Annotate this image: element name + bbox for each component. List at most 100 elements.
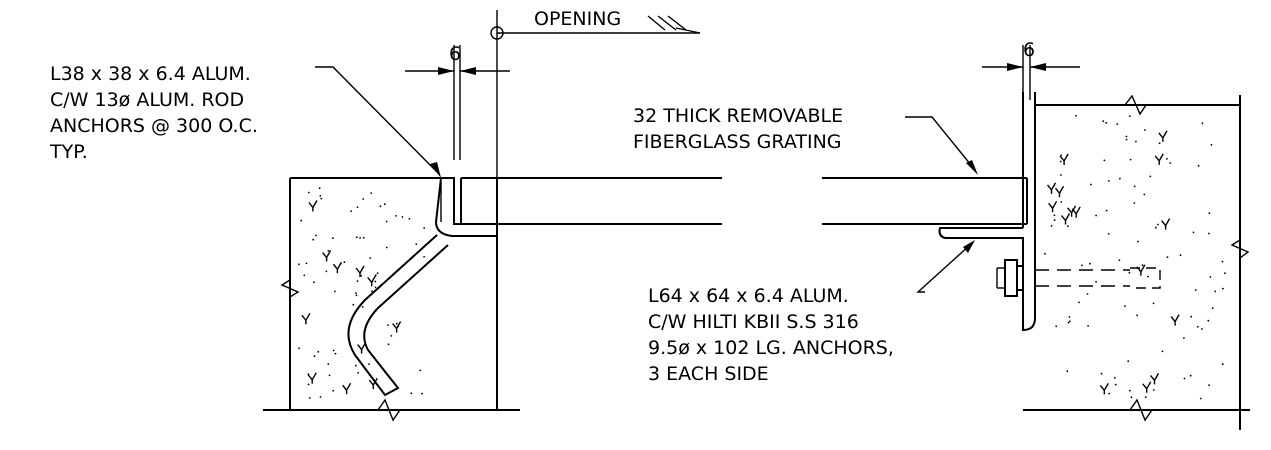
concrete-speck — [355, 364, 357, 367]
concrete-hatching-left — [298, 187, 426, 399]
concrete-speck — [334, 290, 336, 293]
concrete-speck — [1224, 272, 1226, 275]
concrete-speck — [1067, 321, 1070, 324]
concrete-speck — [1196, 325, 1199, 328]
grating-note-line-2: FIBERGLASS GRATING — [633, 131, 842, 153]
right-note-line-4: 3 EACH SIDE — [648, 363, 769, 385]
concrete-speck — [1067, 225, 1069, 228]
concrete-speck — [1144, 396, 1147, 398]
concrete-speck — [1208, 212, 1211, 215]
concrete-speck — [1222, 287, 1224, 290]
concrete-speck — [327, 363, 330, 365]
concrete-speck — [369, 257, 372, 259]
concrete-speck — [1221, 363, 1224, 366]
aggregate-mark — [301, 312, 311, 325]
aggregate-mark — [342, 382, 352, 395]
concrete-speck — [1081, 264, 1083, 267]
concrete-speck — [387, 343, 390, 346]
concrete-speck — [1183, 337, 1185, 339]
concrete-speck — [362, 198, 365, 200]
concrete-speck — [355, 236, 358, 239]
concrete-speck — [1087, 325, 1089, 327]
concrete-speck — [1128, 389, 1131, 392]
concrete-speck — [1050, 225, 1053, 227]
concrete-speck — [1089, 262, 1091, 265]
concrete-speck — [376, 272, 379, 275]
concrete-speck — [408, 218, 411, 220]
concrete-speck — [307, 191, 310, 194]
concrete-speck — [1210, 144, 1213, 146]
aggregate-mark — [392, 321, 402, 333]
concrete-speck — [307, 383, 310, 386]
aggregate-mark — [367, 275, 377, 287]
concrete-speck — [332, 237, 334, 240]
concrete-speck — [313, 281, 315, 284]
concrete-speck — [1066, 370, 1069, 373]
concrete-speck — [1158, 142, 1161, 145]
concrete-speck — [361, 306, 364, 308]
left-note: L38 x 38 x 6.4 ALUM. C/W 13ø ALUM. ROD A… — [49, 63, 258, 163]
aggregate-mark — [1060, 213, 1071, 225]
concrete-speck — [1103, 159, 1106, 162]
concrete-speck — [320, 197, 323, 200]
concrete-speck — [385, 246, 388, 249]
aggregate-mark — [307, 372, 317, 384]
concrete-speck — [1147, 275, 1149, 278]
concrete-speck — [1143, 193, 1146, 196]
concrete-speck — [298, 263, 300, 266]
concrete-speck — [1199, 397, 1202, 400]
right-note-line-1: L64 x 64 x 6.4 ALUM. — [648, 285, 849, 307]
concrete-speck — [1095, 280, 1097, 283]
concrete-speck — [298, 347, 300, 350]
leader-left-note — [315, 66, 441, 176]
concrete-speck — [325, 270, 328, 273]
right-note: L64 x 64 x 6.4 ALUM. C/W HILTI KBII S.S … — [648, 285, 894, 385]
concrete-speck — [423, 256, 425, 258]
concrete-speck — [1133, 202, 1136, 204]
concrete-speck — [334, 352, 337, 355]
concrete-speck — [1152, 302, 1155, 305]
concrete-speck — [1207, 319, 1210, 322]
aggregate-mark — [1059, 153, 1069, 165]
concrete-speck — [1116, 123, 1119, 125]
concrete-speck — [1201, 122, 1204, 125]
concrete-speck — [303, 274, 306, 277]
concrete-speck — [1152, 389, 1155, 391]
concrete-speck — [415, 243, 418, 246]
dimension-left: 6 — [405, 43, 510, 160]
opening-label: OPENING — [534, 8, 621, 30]
concrete-speck — [1060, 174, 1062, 176]
concrete-speck — [1128, 271, 1131, 274]
concrete-speck — [308, 397, 311, 399]
aggregate-mark — [1071, 206, 1081, 218]
concrete-speck — [343, 261, 346, 264]
concrete-speck — [1183, 377, 1186, 380]
left-note-line-2: C/W 13ø ALUM. ROD — [50, 89, 244, 111]
concrete-speck — [1114, 383, 1117, 386]
grating-note: 32 THICK REMOVABLE FIBERGLASS GRATING — [633, 105, 843, 153]
concrete-speck — [1060, 201, 1063, 203]
concrete-speck — [371, 290, 373, 293]
concrete-speck — [1107, 180, 1110, 182]
concrete-speck — [1141, 264, 1144, 267]
concrete-speck — [1068, 320, 1071, 323]
concrete-speck — [1044, 252, 1046, 255]
concrete-speck — [1059, 160, 1062, 163]
dimension-left-label: 6 — [449, 43, 461, 65]
concrete-speck — [1136, 314, 1138, 317]
concrete-speck — [370, 192, 373, 195]
concrete-speck — [1105, 209, 1108, 212]
concrete-speck — [1128, 115, 1131, 117]
right-note-line-2: C/W HILTI KBII S.S 316 — [648, 311, 859, 333]
aggregate-mark — [308, 200, 318, 212]
left-note-line-3: ANCHORS @ 300 O.C. — [50, 115, 258, 137]
concrete-speck — [1192, 231, 1195, 234]
concrete-speck — [1053, 214, 1056, 217]
concrete-speck — [1189, 374, 1192, 377]
left-concrete-slab — [263, 177, 520, 422]
concrete-speck — [421, 392, 423, 395]
aggregate-mark — [368, 377, 378, 390]
concrete-speck — [1133, 185, 1136, 188]
concrete-speck — [374, 286, 377, 289]
